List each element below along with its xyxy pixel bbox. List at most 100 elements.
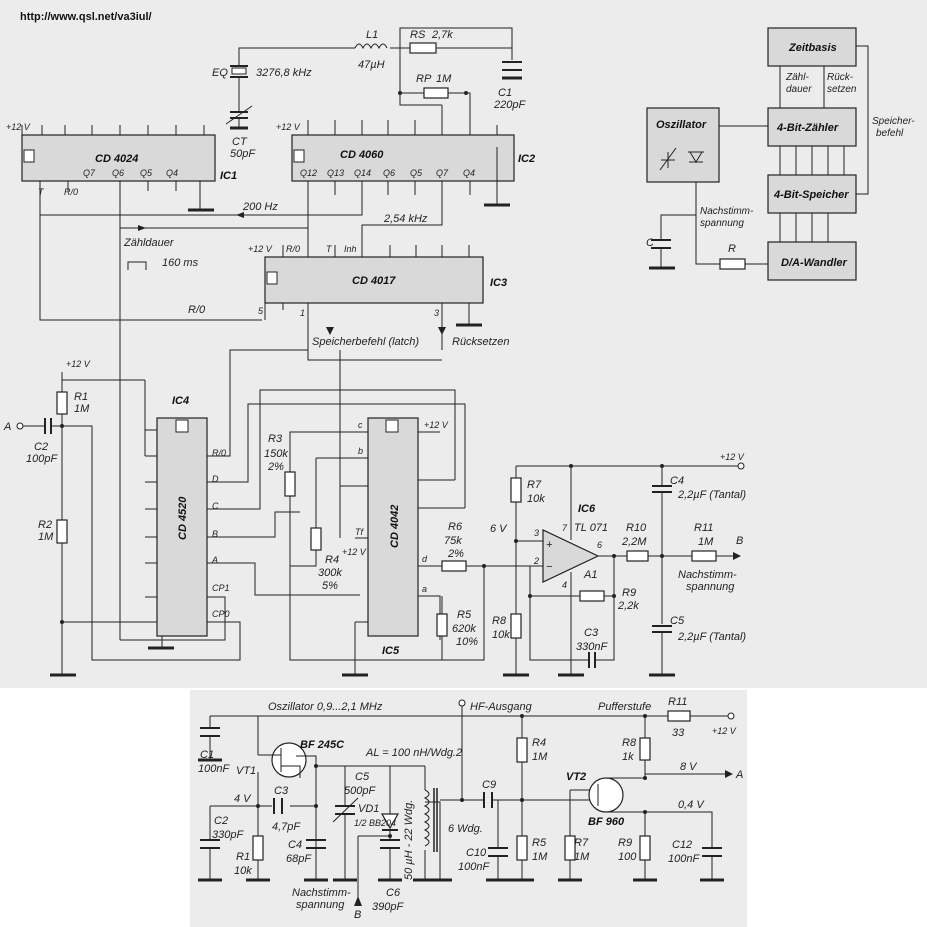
svg-text:4-Bit-Zähler: 4-Bit-Zähler xyxy=(776,122,839,134)
vt2-transistor xyxy=(588,777,624,813)
svg-text:R11: R11 xyxy=(694,522,713,534)
ic5-vcc: +12 V xyxy=(424,420,449,430)
svg-text:spannung: spannung xyxy=(686,581,735,593)
svg-text:C3: C3 xyxy=(274,785,289,797)
svg-text:Q4: Q4 xyxy=(166,168,178,178)
lower-in-b: B xyxy=(354,909,361,921)
svg-text:VT1: VT1 xyxy=(236,765,256,777)
svg-text:10k: 10k xyxy=(527,493,545,505)
ic5-ref: IC5 xyxy=(382,645,400,657)
lr1-resistor xyxy=(252,835,264,861)
svg-text:Inh: Inh xyxy=(344,244,357,254)
svg-text:1M: 1M xyxy=(574,851,590,863)
svg-text:1M: 1M xyxy=(532,751,548,763)
lr9-resistor xyxy=(639,835,651,861)
svg-text:Rück-: Rück- xyxy=(827,72,854,83)
lower-out-a: A xyxy=(735,769,743,781)
svg-text:D: D xyxy=(212,474,219,484)
svg-text:R: R xyxy=(728,243,736,255)
tap-label: 6 Wdg. xyxy=(448,823,483,835)
svg-text:spannung: spannung xyxy=(700,218,744,229)
svg-text:+12 V: +12 V xyxy=(712,726,737,736)
freq-254khz: 2,54 kHz xyxy=(383,213,428,225)
svg-text:C3: C3 xyxy=(584,627,599,639)
t160-label: 160 ms xyxy=(162,257,199,269)
svg-text:+: + xyxy=(546,539,553,551)
svg-text:R4: R4 xyxy=(325,554,339,566)
svg-text:4: 4 xyxy=(562,580,567,590)
eq-ref: EQ xyxy=(212,67,228,79)
svg-text:C5: C5 xyxy=(355,771,370,783)
svg-text:dauer: dauer xyxy=(786,84,812,95)
svg-text:R9: R9 xyxy=(622,587,636,599)
ic1-name: CD 4024 xyxy=(95,153,138,165)
svg-text:Nachstimm-: Nachstimm- xyxy=(678,569,737,581)
svg-text:2: 2 xyxy=(533,556,539,566)
rp-value: 1M xyxy=(436,73,452,85)
r8-resistor xyxy=(510,613,522,639)
svg-text:befehl: befehl xyxy=(876,128,904,139)
svg-text:7: 7 xyxy=(562,523,568,533)
ic4-ref: IC4 xyxy=(172,395,189,407)
svg-text:Nachstimm-: Nachstimm- xyxy=(292,887,351,899)
block-wandler xyxy=(767,241,857,281)
block-r xyxy=(719,258,746,270)
svg-text:Q13: Q13 xyxy=(327,168,344,178)
svg-text:d: d xyxy=(422,554,428,564)
r5-resistor xyxy=(436,613,448,637)
svg-text:100nF: 100nF xyxy=(198,763,230,775)
svg-text:T: T xyxy=(326,244,333,254)
svg-text:Zähl-: Zähl- xyxy=(785,72,809,83)
svg-text:R2: R2 xyxy=(38,519,52,531)
svg-text:C: C xyxy=(212,501,219,511)
v6-label: 6 V xyxy=(490,523,508,535)
svg-text:330nF: 330nF xyxy=(576,641,608,653)
ic2-name: CD 4060 xyxy=(340,149,384,161)
svg-text:2,2µF (Tantal): 2,2µF (Tantal) xyxy=(677,631,746,643)
svg-text:R5: R5 xyxy=(532,837,547,849)
ic4-name: CD 4520 xyxy=(177,496,189,540)
svg-text:500pF: 500pF xyxy=(344,785,376,797)
r2-resistor xyxy=(56,519,68,544)
svg-text:R9: R9 xyxy=(618,837,632,849)
ic6-a1: A1 xyxy=(583,569,597,581)
svg-text:C1: C1 xyxy=(200,749,214,761)
lr4-resistor xyxy=(516,737,528,763)
block-zeitbasis xyxy=(767,27,857,67)
ic6-name: TL 071 xyxy=(574,522,608,534)
crystal-eq: EQ 3276,8 kHz xyxy=(212,65,312,79)
svg-text:VT2: VT2 xyxy=(566,771,586,783)
ct-ref: CT xyxy=(232,136,248,148)
svg-text:Zeitbasis: Zeitbasis xyxy=(788,42,837,54)
svg-text:B: B xyxy=(212,529,218,539)
svg-text:75k: 75k xyxy=(444,535,462,547)
v04-label: 0,4 V xyxy=(678,799,705,811)
r6-resistor xyxy=(441,560,467,572)
r3-resistor xyxy=(284,471,296,497)
l1-value: 47µH xyxy=(358,59,385,71)
svg-text:CP1: CP1 xyxy=(212,583,230,593)
ic5-cd4042: CD 4042 IC5 +12 V c b Tf d a xyxy=(355,417,449,657)
svg-text:620k: 620k xyxy=(452,623,476,635)
svg-text:C2: C2 xyxy=(34,441,48,453)
block-zaehler xyxy=(767,107,857,147)
svg-text:C4: C4 xyxy=(288,839,302,851)
svg-text:5: 5 xyxy=(258,306,264,316)
svg-text:C: C xyxy=(646,237,654,249)
svg-text:3: 3 xyxy=(434,308,439,318)
pufferstufe: Pufferstufe xyxy=(598,701,651,713)
svg-text:R4: R4 xyxy=(532,737,546,749)
c1-value: 220pF xyxy=(493,99,526,111)
svg-text:6: 6 xyxy=(597,540,602,550)
svg-text:2,2k: 2,2k xyxy=(617,600,639,612)
svg-text:2,2M: 2,2M xyxy=(621,536,647,548)
svg-text:10%: 10% xyxy=(456,636,478,648)
svg-text:A: A xyxy=(211,555,218,565)
rs-value: 2,7k xyxy=(431,29,453,41)
ruecksetzen-label: Rücksetzen xyxy=(452,336,509,348)
svg-text:C6: C6 xyxy=(386,887,401,899)
svg-text:+12 V: +12 V xyxy=(720,452,745,462)
svg-text:BF 960: BF 960 xyxy=(588,816,625,828)
coil-label: 50 µH - 22 Wdg. xyxy=(403,800,415,880)
